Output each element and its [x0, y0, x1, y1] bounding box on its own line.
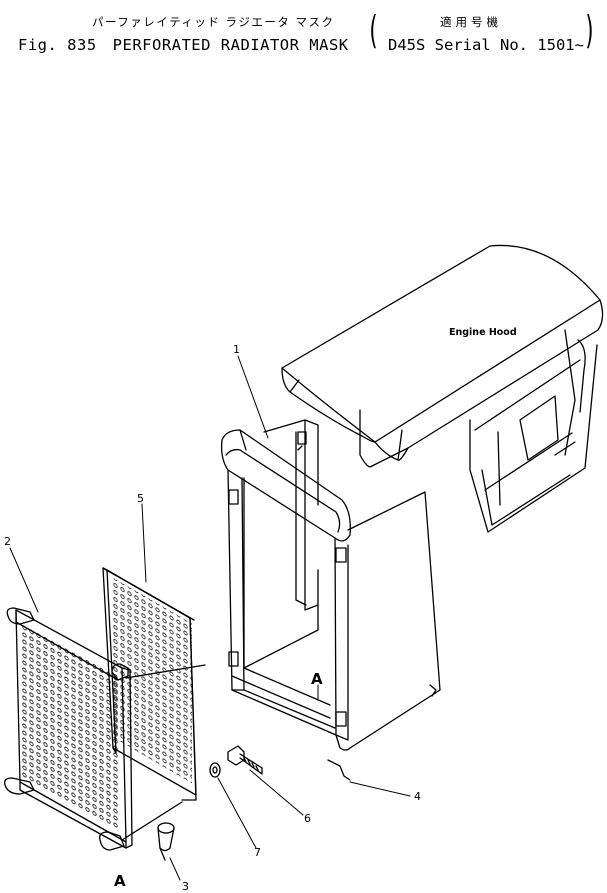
- view-a-marker-upper: A: [311, 670, 323, 688]
- part-labels: Engine Hood 1 2 5 3 4 6 7 A A: [4, 327, 517, 893]
- open-parenthesis: (: [369, 8, 378, 52]
- figure-title-line: Fig. 835 PERFORATED RADIATOR MASK: [18, 36, 349, 54]
- close-parenthesis: ): [585, 8, 594, 52]
- engine-hood: [281, 244, 604, 533]
- japanese-applicability: 適用号機: [440, 15, 502, 29]
- serial-range: D45S Serial No. 1501~: [388, 36, 584, 54]
- perforated-mask-front: [4, 607, 206, 851]
- japanese-title: パーファレイティッド ラジエータ マスク: [92, 15, 335, 29]
- leader-lines: [9, 355, 411, 881]
- part-number-7: 7: [254, 846, 261, 859]
- part-number-2: 2: [4, 535, 11, 548]
- radiator-frame: [220, 419, 441, 751]
- part-number-5: 5: [137, 492, 144, 505]
- figure-header: パーファレイティッド ラジエータ マスク Fig. 835 PERFORATED …: [0, 0, 607, 70]
- part-number-1: 1: [233, 343, 240, 356]
- part-number-3: 3: [182, 880, 189, 893]
- figure-number: Fig. 835: [18, 36, 97, 54]
- engine-hood-label: Engine Hood: [449, 327, 517, 338]
- hardware-parts: [157, 745, 351, 861]
- view-a-marker-lower: A: [114, 872, 126, 890]
- part-number-4: 4: [414, 790, 421, 803]
- part-number-6: 6: [304, 812, 311, 825]
- figure-title: PERFORATED RADIATOR MASK: [112, 36, 349, 54]
